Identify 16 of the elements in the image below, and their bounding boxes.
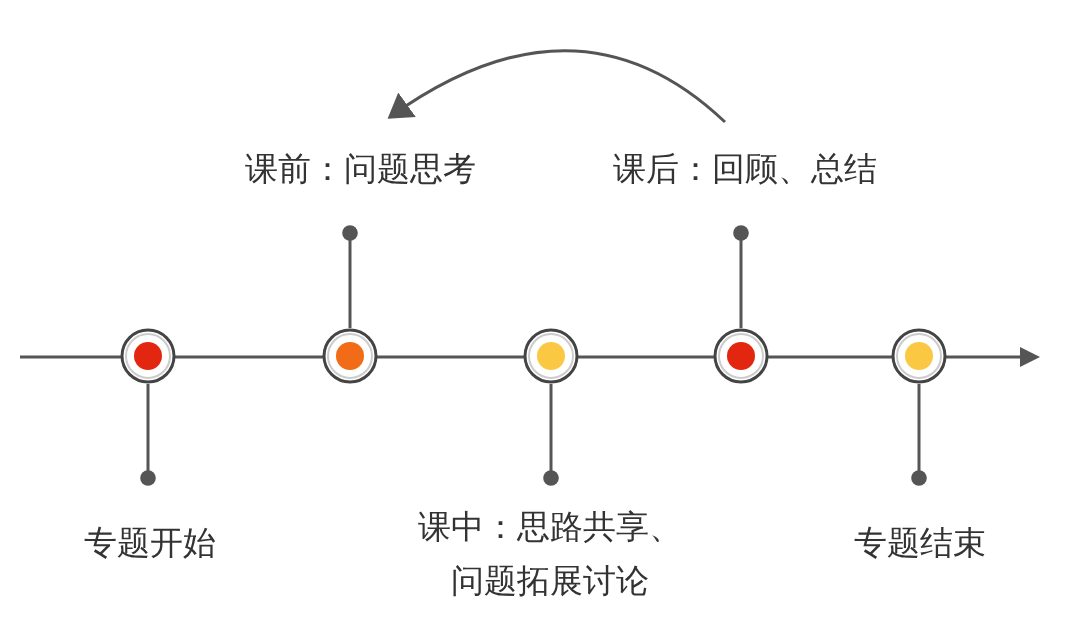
timeline-marker [119, 327, 177, 385]
timeline-marker [712, 327, 770, 385]
timeline-label: 课中：思路共享、问题拓展讨论 [410, 478, 690, 613]
timeline-label: 专题开始 [60, 478, 240, 568]
timeline-marker [522, 327, 580, 385]
timeline-marker [321, 327, 379, 385]
connector-stem [140, 384, 156, 486]
connector-stem [733, 225, 749, 328]
connector-stem [543, 384, 559, 486]
connector-stem [911, 384, 927, 486]
timeline-label: 专题结束 [830, 478, 1010, 568]
connector-stem [342, 225, 358, 328]
timeline-label: 课前：问题思考 [215, 112, 505, 233]
timeline-marker [890, 327, 948, 385]
curved-arrow [387, 49, 726, 124]
timeline-label: 课后：回顾、总结 [590, 112, 900, 233]
